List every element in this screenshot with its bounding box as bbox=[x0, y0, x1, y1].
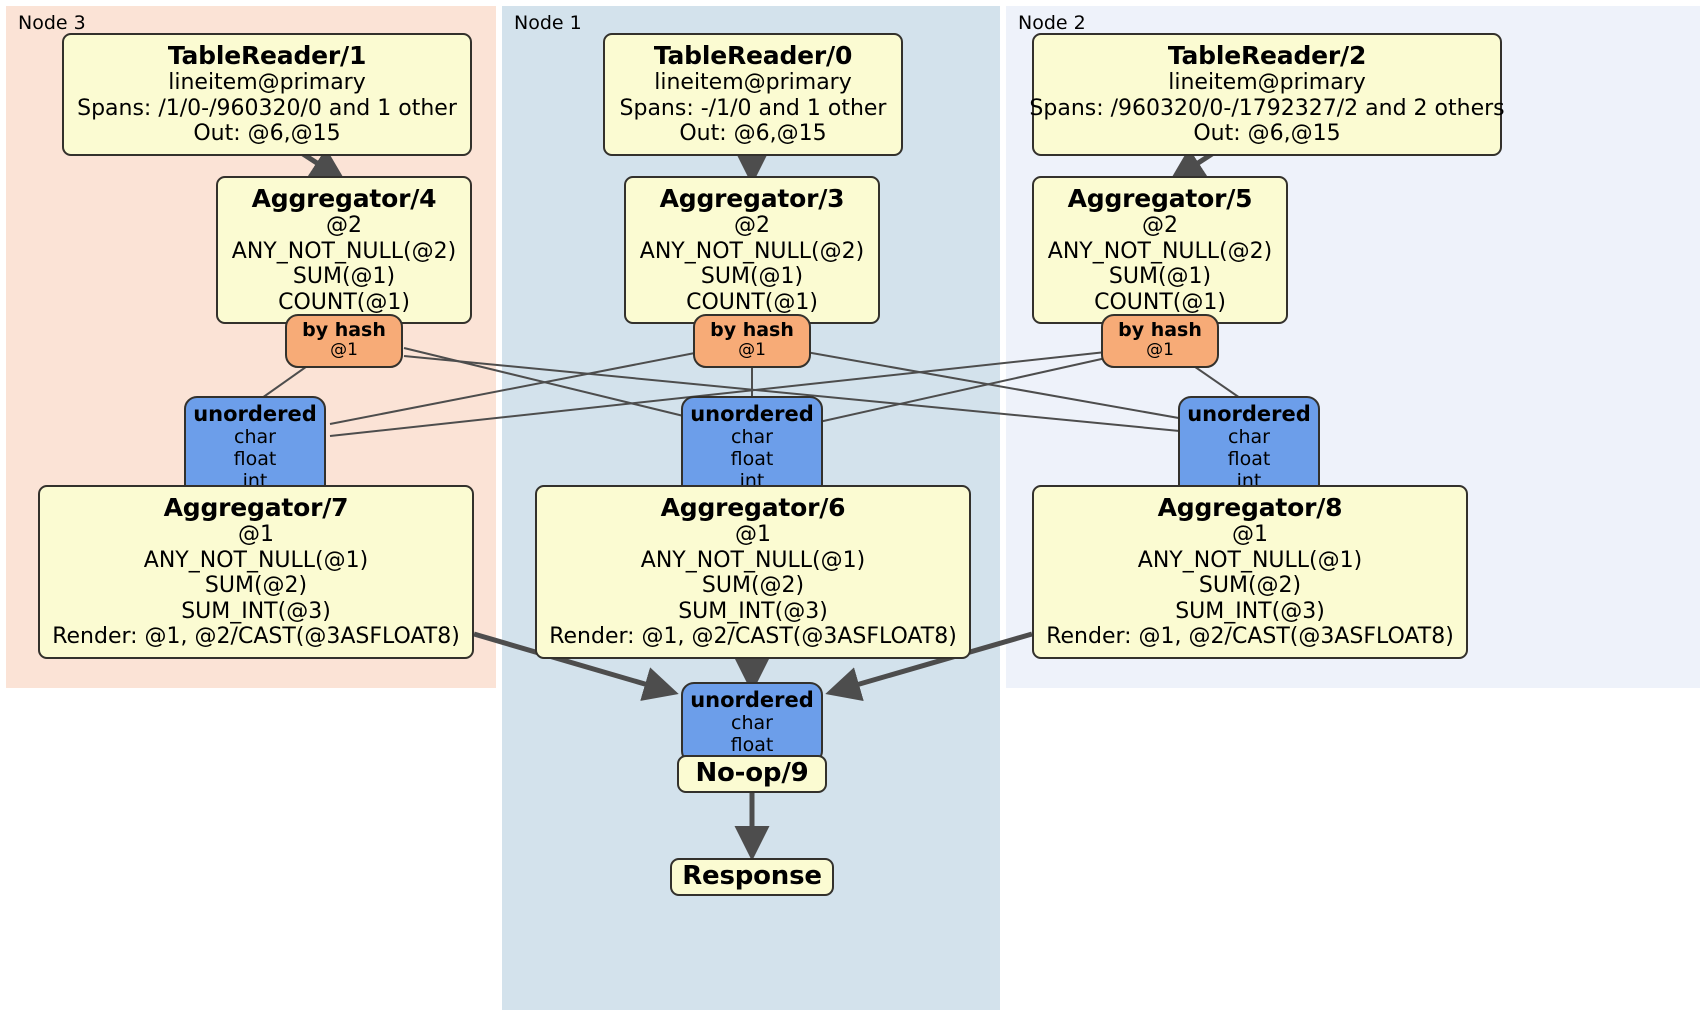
router-title: by hash bbox=[1118, 319, 1202, 341]
processor-title: TableReader/1 bbox=[167, 41, 367, 70]
processor-detail: @1 bbox=[238, 522, 274, 547]
synchronizer-unordered-6[interactable]: unordered char float int bbox=[681, 396, 823, 501]
processor-aggregator-8[interactable]: Aggregator/8 @1 ANY_NOT_NULL(@1) SUM(@2)… bbox=[1032, 485, 1468, 659]
processor-detail: lineitem@primary bbox=[654, 70, 852, 95]
processor-detail: Spans: -/1/0 and 1 other bbox=[619, 95, 887, 121]
processor-detail: SUM_INT(@3) bbox=[181, 598, 331, 624]
synchronizer-title: unordered bbox=[193, 402, 317, 426]
processor-detail: Render: @1, @2/CAST(@3ASFLOAT8) bbox=[549, 624, 957, 650]
synchronizer-detail: float bbox=[233, 448, 277, 471]
processor-detail: @2 bbox=[326, 213, 362, 238]
processor-title: Aggregator/3 bbox=[659, 184, 845, 213]
processor-title: TableReader/2 bbox=[1167, 41, 1367, 70]
processor-detail: lineitem@primary bbox=[1168, 70, 1366, 95]
router-title: by hash bbox=[302, 319, 386, 341]
processor-title: No-op/9 bbox=[695, 757, 809, 788]
node-panel-label-node1: Node 1 bbox=[514, 12, 582, 34]
synchronizer-title: unordered bbox=[690, 688, 814, 712]
processor-noop-9[interactable]: No-op/9 bbox=[677, 755, 827, 793]
processor-aggregator-7[interactable]: Aggregator/7 @1 ANY_NOT_NULL(@1) SUM(@2)… bbox=[38, 485, 474, 659]
processor-detail: Render: @1, @2/CAST(@3ASFLOAT8) bbox=[52, 624, 460, 650]
processor-detail: SUM(@1) bbox=[292, 264, 396, 290]
processor-detail: @1 bbox=[735, 522, 771, 547]
processor-detail: @2 bbox=[1142, 213, 1178, 238]
processor-aggregator-3[interactable]: Aggregator/3 @2 ANY_NOT_NULL(@2) SUM(@1)… bbox=[624, 176, 880, 325]
processor-response[interactable]: Response bbox=[670, 858, 834, 896]
processor-title: Aggregator/4 bbox=[251, 184, 437, 213]
processor-detail: ANY_NOT_NULL(@2) bbox=[639, 238, 865, 264]
processor-detail: @2 bbox=[734, 213, 770, 238]
processor-title: Aggregator/5 bbox=[1067, 184, 1253, 213]
processor-title: TableReader/0 bbox=[653, 41, 853, 70]
synchronizer-detail: char bbox=[731, 712, 773, 735]
synchronizer-title: unordered bbox=[1187, 402, 1311, 426]
processor-detail: SUM(@2) bbox=[701, 573, 805, 599]
processor-detail: @1 bbox=[1232, 522, 1268, 547]
processor-title: Aggregator/6 bbox=[660, 493, 846, 522]
synchronizer-detail: float bbox=[1227, 448, 1271, 471]
processor-aggregator-6[interactable]: Aggregator/6 @1 ANY_NOT_NULL(@1) SUM(@2)… bbox=[535, 485, 971, 659]
processor-detail: Render: @1, @2/CAST(@3ASFLOAT8) bbox=[1046, 624, 1454, 650]
processor-detail: Spans: /1/0-/960320/0 and 1 other bbox=[77, 95, 457, 121]
router-detail: @1 bbox=[738, 340, 766, 361]
synchronizer-detail: char bbox=[234, 426, 276, 449]
synchronizer-detail: float bbox=[730, 734, 774, 757]
processor-detail: COUNT(@1) bbox=[686, 289, 818, 315]
processor-detail: SUM(@1) bbox=[700, 264, 804, 290]
processor-title: Response bbox=[682, 860, 822, 891]
router-by-hash-3[interactable]: by hash @1 bbox=[693, 314, 811, 368]
node-panel-label-node2: Node 2 bbox=[1018, 12, 1086, 34]
processor-title: Aggregator/7 bbox=[163, 493, 349, 522]
processor-aggregator-4[interactable]: Aggregator/4 @2 ANY_NOT_NULL(@2) SUM(@1)… bbox=[216, 176, 472, 325]
synchronizer-detail: float bbox=[730, 448, 774, 471]
processor-detail: SUM(@2) bbox=[204, 573, 308, 599]
processor-detail: Out: @6,@15 bbox=[1193, 121, 1341, 147]
processor-detail: COUNT(@1) bbox=[1094, 289, 1226, 315]
synchronizer-detail: char bbox=[731, 426, 773, 449]
processor-detail: lineitem@primary bbox=[168, 70, 366, 95]
synchronizer-detail: char bbox=[1228, 426, 1270, 449]
synchronizer-unordered-9[interactable]: unordered char float bbox=[681, 682, 823, 765]
synchronizer-unordered-7[interactable]: unordered char float int bbox=[184, 396, 326, 501]
synchronizer-title: unordered bbox=[690, 402, 814, 426]
synchronizer-unordered-8[interactable]: unordered char float int bbox=[1178, 396, 1320, 501]
processor-detail: SUM_INT(@3) bbox=[678, 598, 828, 624]
router-by-hash-5[interactable]: by hash @1 bbox=[1101, 314, 1219, 368]
processor-detail: ANY_NOT_NULL(@2) bbox=[231, 238, 457, 264]
processor-aggregator-5[interactable]: Aggregator/5 @2 ANY_NOT_NULL(@2) SUM(@1)… bbox=[1032, 176, 1288, 325]
processor-detail: COUNT(@1) bbox=[278, 289, 410, 315]
router-detail: @1 bbox=[1146, 340, 1174, 361]
node-panel-label-node3: Node 3 bbox=[18, 12, 86, 34]
processor-detail: SUM(@1) bbox=[1108, 264, 1212, 290]
processor-title: Aggregator/8 bbox=[1157, 493, 1343, 522]
processor-detail: Out: @6,@15 bbox=[193, 121, 341, 147]
processor-table-reader-0[interactable]: TableReader/0 lineitem@primary Spans: -/… bbox=[603, 33, 903, 156]
processor-detail: SUM_INT(@3) bbox=[1175, 598, 1325, 624]
processor-detail: ANY_NOT_NULL(@1) bbox=[640, 547, 866, 573]
processor-detail: ANY_NOT_NULL(@2) bbox=[1047, 238, 1273, 264]
processor-detail: Out: @6,@15 bbox=[679, 121, 827, 147]
processor-detail: Spans: /960320/0-/1792327/2 and 2 others bbox=[1029, 95, 1505, 121]
processor-table-reader-2[interactable]: TableReader/2 lineitem@primary Spans: /9… bbox=[1029, 33, 1505, 156]
processor-detail: ANY_NOT_NULL(@1) bbox=[143, 547, 369, 573]
processor-table-reader-1[interactable]: TableReader/1 lineitem@primary Spans: /1… bbox=[62, 33, 472, 156]
router-title: by hash bbox=[710, 319, 794, 341]
router-by-hash-4[interactable]: by hash @1 bbox=[285, 314, 403, 368]
router-detail: @1 bbox=[330, 340, 358, 361]
processor-detail: ANY_NOT_NULL(@1) bbox=[1137, 547, 1363, 573]
processor-detail: SUM(@2) bbox=[1198, 573, 1302, 599]
